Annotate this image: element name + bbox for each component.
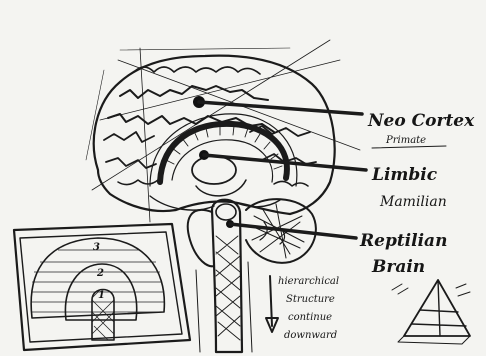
label-neocortex-sub: Primate [385, 135, 426, 146]
label-limbic-sub: Mamilian [379, 194, 447, 210]
note-line-1: hierarchical [278, 276, 339, 287]
label-reptilian: Reptilian [359, 231, 447, 251]
note-line-4: downward [284, 330, 337, 341]
pyramid-icon [392, 280, 470, 344]
layer-3-number: 3 [93, 242, 100, 253]
neocortex-pointer [199, 102, 362, 114]
brain-drawing [86, 40, 360, 352]
hierarchy-note: hierarchical Structure continue downward [266, 276, 339, 341]
cortex-outline [94, 56, 335, 214]
layer-2-number: 2 [96, 268, 104, 279]
note-line-2: Structure [286, 294, 335, 305]
layer-1-number: 1 [98, 290, 105, 301]
primate-underline [372, 146, 446, 148]
note-line-3: continue [288, 312, 332, 323]
label-neocortex: Neo Cortex [367, 111, 475, 131]
layers-inset: 1 2 3 [14, 224, 190, 350]
label-limbic: Limbic [371, 165, 438, 185]
thalamus-shape [192, 156, 236, 184]
label-reptilian-sub: Brain [371, 257, 425, 277]
